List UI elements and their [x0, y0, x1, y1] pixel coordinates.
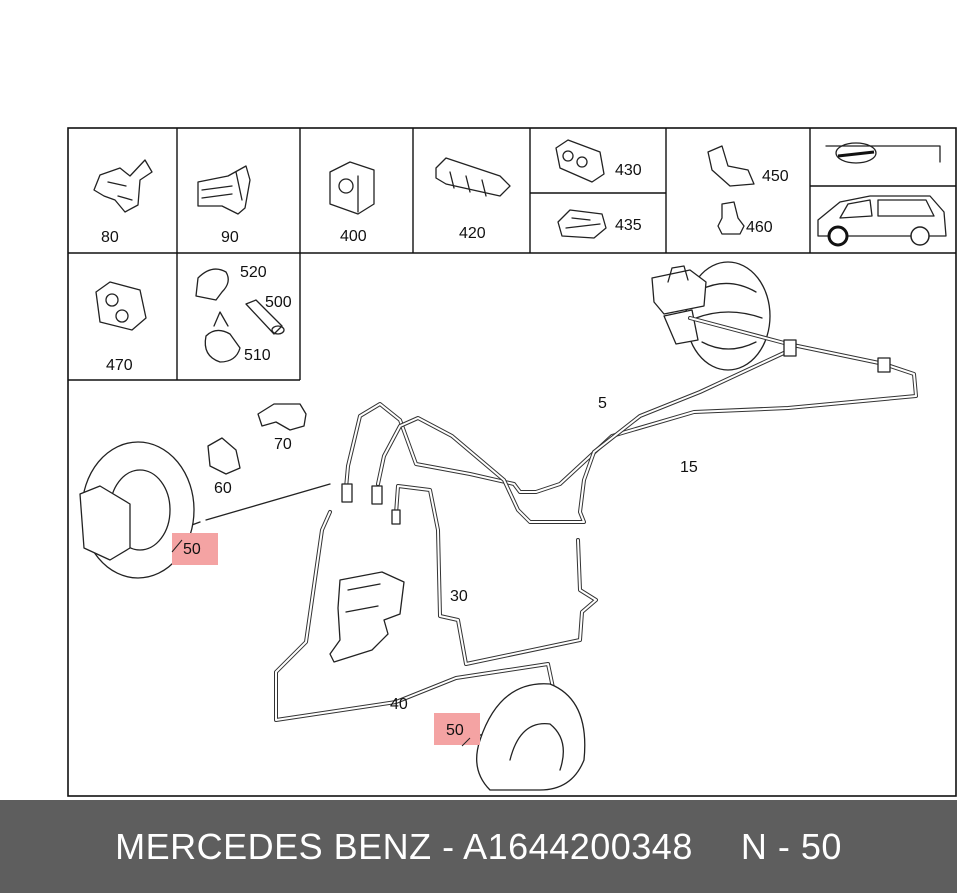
part-460-icon	[717, 201, 745, 235]
part-435-icon	[557, 209, 607, 239]
front-brake-disc-icon	[79, 441, 195, 579]
part-90-icon	[197, 165, 251, 215]
callout-50-front: 50	[183, 541, 201, 558]
callout-40: 40	[390, 696, 408, 713]
part-460-label: 460	[746, 219, 773, 236]
callout-70: 70	[274, 436, 292, 453]
callout-15: 15	[680, 459, 698, 476]
part-60-clip-icon	[207, 437, 241, 475]
part-520-icon	[195, 268, 229, 301]
callout-30: 30	[450, 588, 468, 605]
vehicle-side-icon	[817, 195, 947, 247]
part-90-label: 90	[221, 229, 239, 246]
part-420-label: 420	[459, 225, 486, 242]
parts-grid	[68, 128, 956, 381]
footer-bar: MERCEDES BENZ - A1644200348 N - 50	[0, 800, 957, 893]
brake-lines	[139, 316, 918, 739]
part-470-label: 470	[106, 357, 133, 374]
footer-position: N - 50	[740, 825, 842, 867]
part-400-icon	[329, 161, 375, 215]
callout-60: 60	[214, 480, 232, 497]
part-430-icon	[555, 139, 605, 183]
part-430-label: 430	[615, 162, 642, 179]
footer-part-number: MERCEDES BENZ - A1644200348	[115, 825, 693, 867]
part-510-label: 510	[244, 347, 271, 364]
highlight-box-rear	[434, 713, 480, 745]
callout-5: 5	[598, 395, 607, 412]
steering-wheel-icon	[825, 142, 941, 164]
part-500-label: 500	[265, 294, 292, 311]
brake-line-diagram: 80 90 400 420 430 435 450 460	[67, 127, 957, 797]
part-80-label: 80	[101, 229, 119, 246]
part-80-icon	[93, 159, 153, 213]
rear-brake-disc-icon	[476, 683, 586, 791]
part-435-label: 435	[615, 217, 642, 234]
callout-50-rear: 50	[446, 722, 464, 739]
part-450-icon	[707, 145, 755, 187]
part-510-icon	[204, 311, 241, 363]
part-420-icon	[435, 157, 511, 197]
part-500-icon	[245, 299, 285, 335]
highlight-box-front	[172, 533, 218, 565]
part-520-label: 520	[240, 264, 267, 281]
part-400-label: 400	[340, 228, 367, 245]
brake-booster-icon	[651, 261, 771, 371]
part-70-clip-icon	[257, 403, 307, 431]
diagram-frame	[67, 127, 957, 797]
part-470-icon	[95, 281, 147, 331]
part-450-label: 450	[762, 168, 789, 185]
hydraulic-unit-icon	[329, 571, 405, 663]
